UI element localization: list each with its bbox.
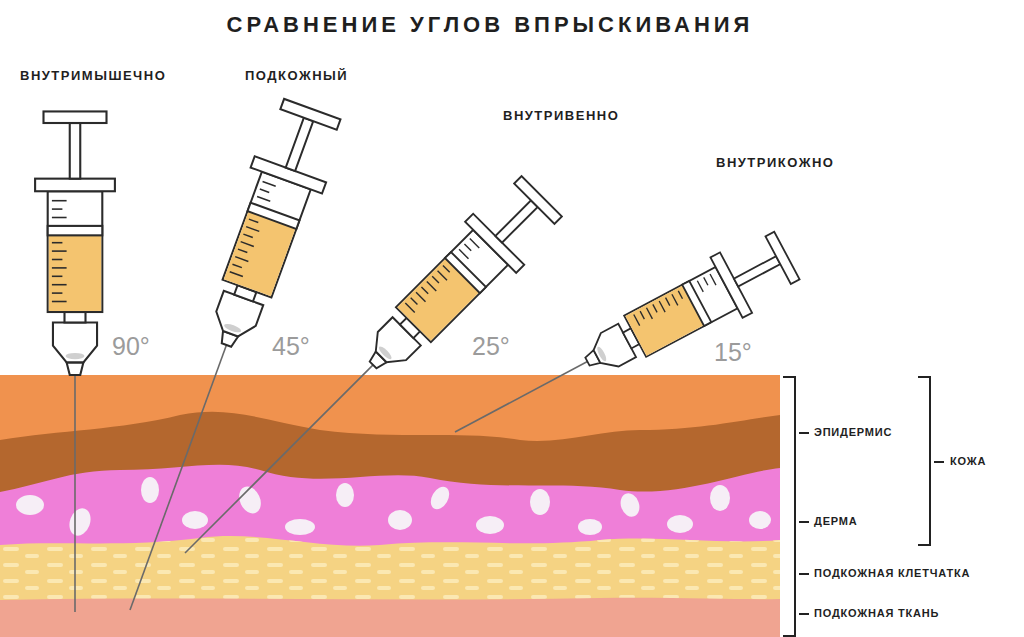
layer-name: ПОДКОЖНАЯ КЛЕТЧАТКА	[814, 567, 970, 579]
angle-value: 45°	[272, 332, 310, 361]
layer-group: КОЖА	[950, 455, 986, 467]
angle-value: 90°	[112, 332, 150, 361]
angle-value: 15°	[714, 338, 752, 367]
diagram-title: СРАВНЕНИЕ УГЛОВ ВПРЫСКИВАНИЯ	[227, 12, 754, 38]
injection-type: ВНУТРИМЫШЕЧНО	[20, 68, 166, 83]
layer-name: ЭПИДЕРМИС	[814, 426, 892, 438]
layer-name: ДЕРМА	[814, 515, 857, 527]
injection-type: ВНУТРИКОЖНО	[716, 155, 834, 170]
angle-value: 25°	[472, 332, 510, 361]
injection-type: ВНУТРИВЕННО	[503, 108, 619, 123]
injection-type: ПОДКОЖНЫЙ	[245, 68, 348, 83]
layer-name: ПОДКОЖНАЯ ТКАНЬ	[814, 607, 939, 619]
